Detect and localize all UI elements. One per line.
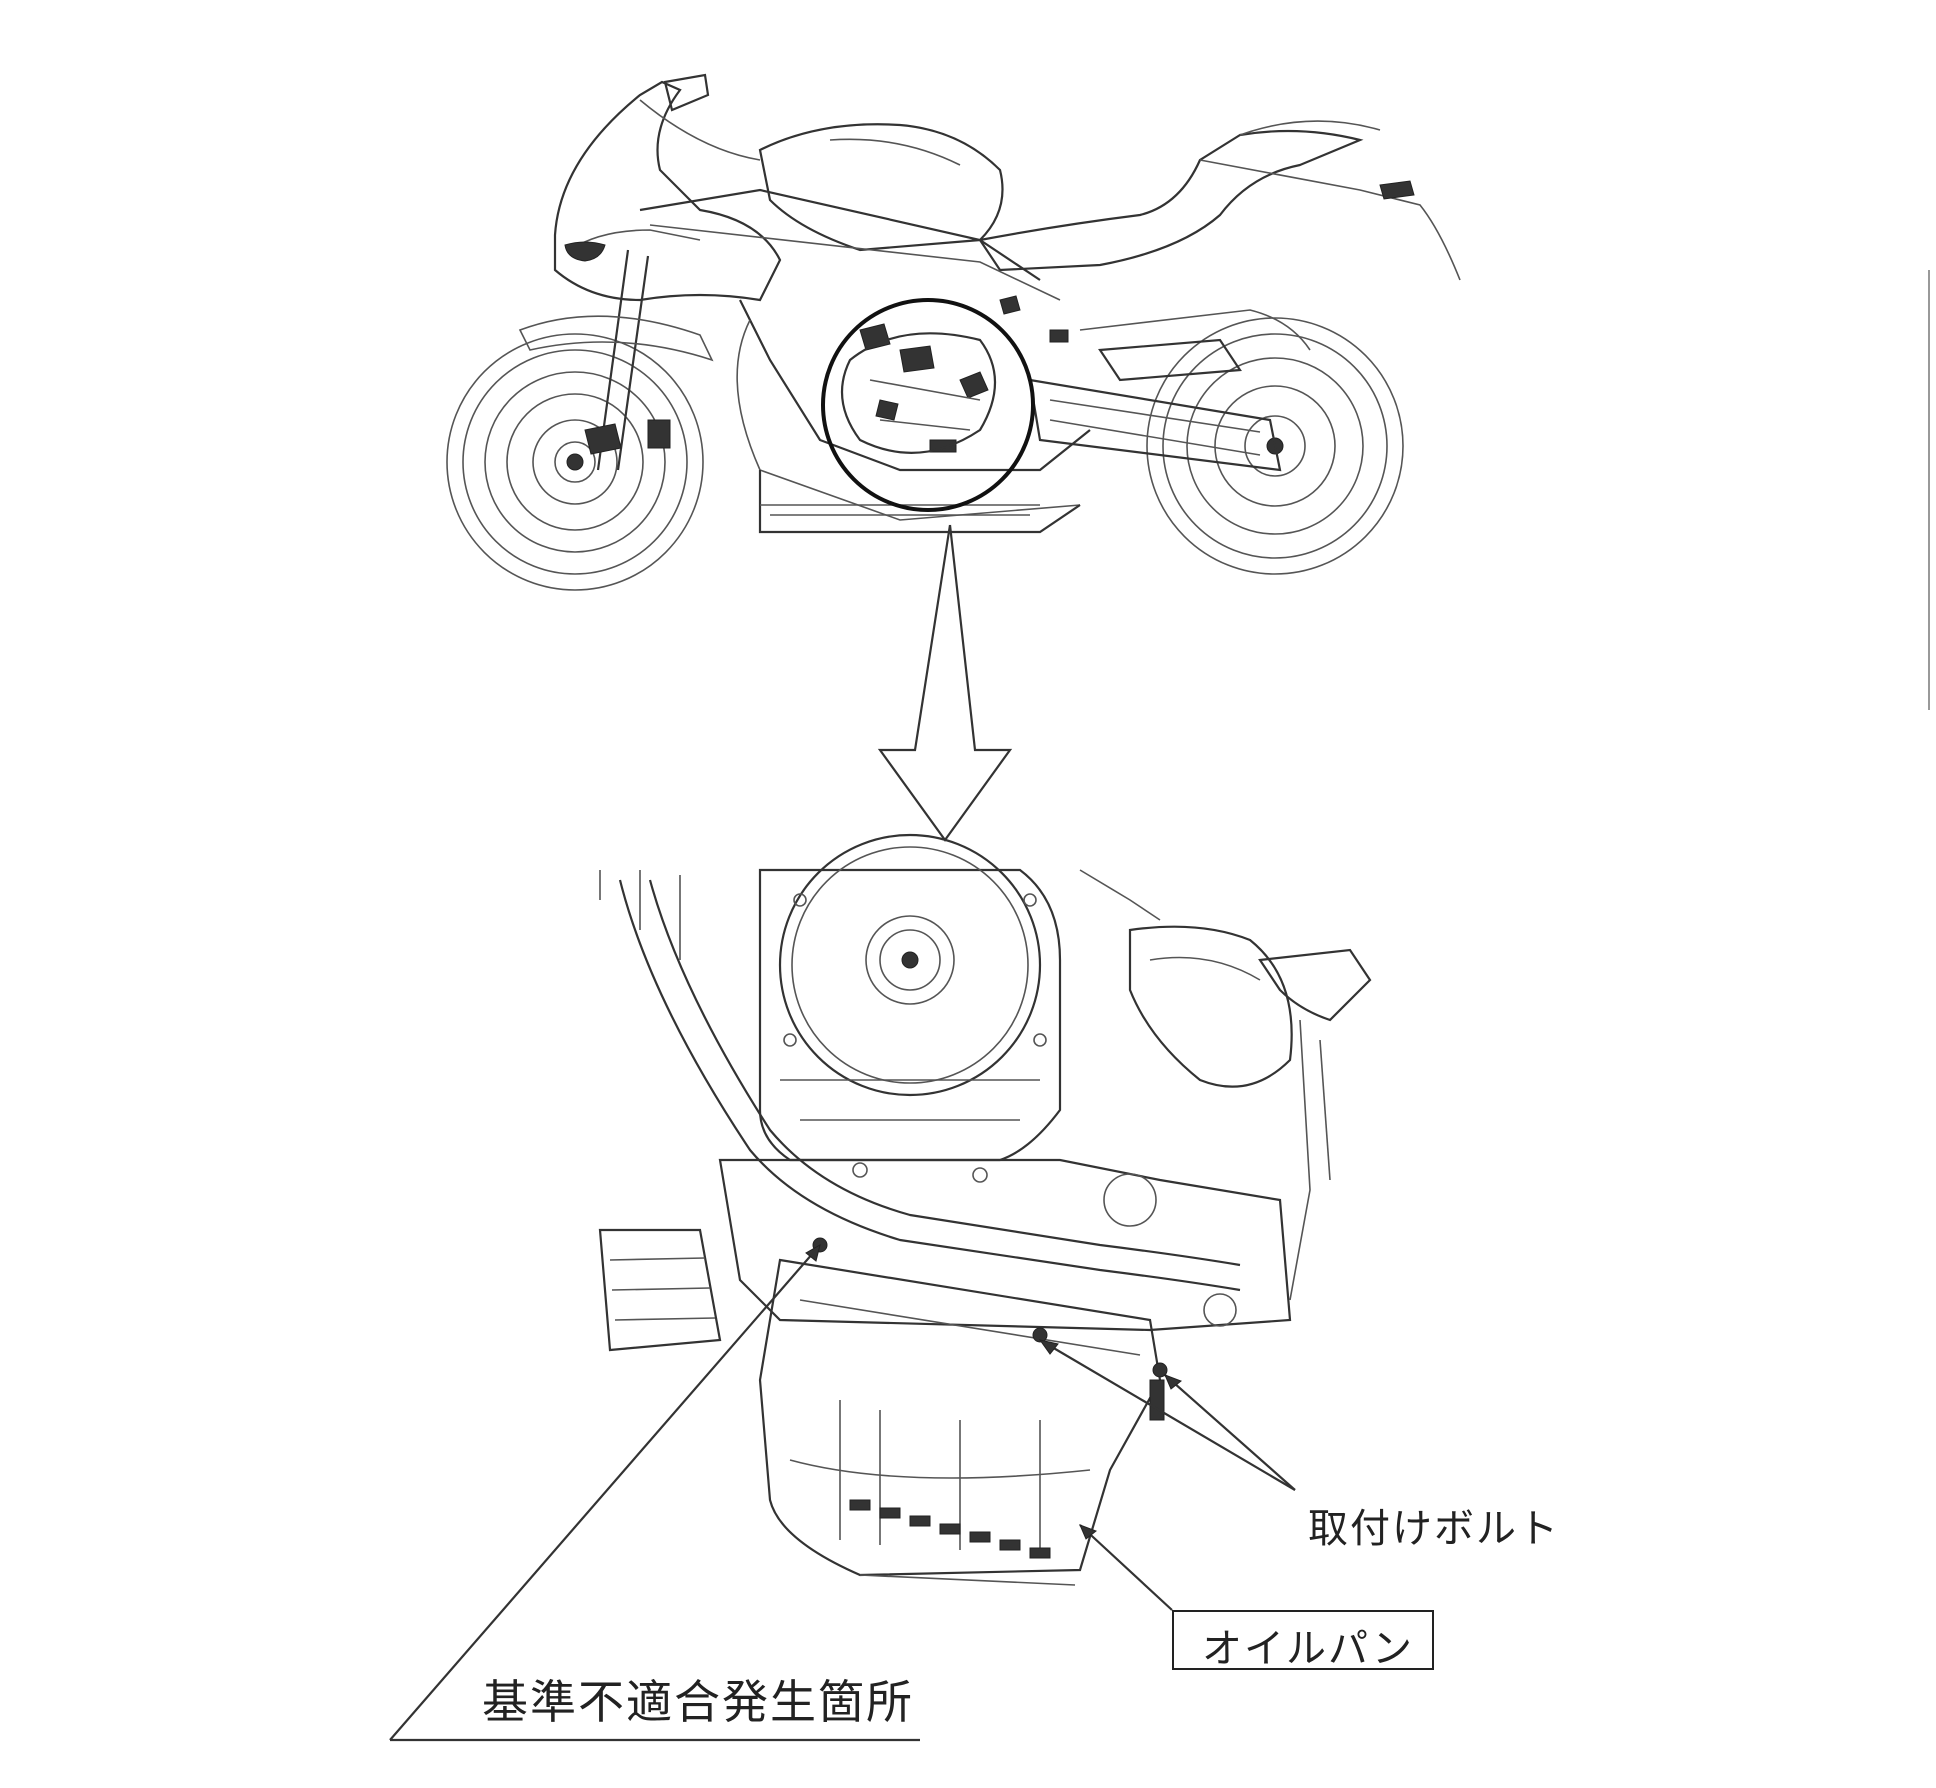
oil-pan-label-box (1172, 1610, 1434, 1670)
oil-filter (598, 1228, 722, 1352)
crankcase-lower (718, 1158, 1292, 1332)
callout-oilpan-leader (1079, 1524, 1173, 1611)
zoom-arrow (877, 524, 1013, 842)
frame-pipe (618, 879, 1241, 1292)
nonconformity-site-label: 基準不適合発生箇所 (482, 1675, 914, 1729)
swingarm (1028, 309, 1311, 472)
engine-upper (599, 869, 1372, 1301)
motorcycle-illustration (446, 73, 1461, 591)
callout-site-leader (389, 1243, 920, 1742)
front-fork (518, 249, 714, 471)
clutch-cover (758, 833, 1062, 1183)
tank-and-seat (758, 120, 1461, 281)
mounting-bolts (812, 1237, 1168, 1378)
callout-bolt-leaders (1038, 1339, 1296, 1491)
zoom-highlight-circle (821, 298, 1035, 512)
rear-wheel (1146, 317, 1404, 575)
engine-detail-illustration (598, 833, 1372, 1586)
page-edge-rule (1928, 270, 1930, 710)
front-fairing (553, 73, 782, 302)
front-wheel (446, 333, 704, 591)
engine-cluster (840, 295, 1069, 454)
oil-pan-label: オイルパン (1202, 1626, 1414, 1672)
mounting-bolt-label: 取付けボルト (1308, 1506, 1560, 1552)
oil-pan (758, 1258, 1165, 1586)
